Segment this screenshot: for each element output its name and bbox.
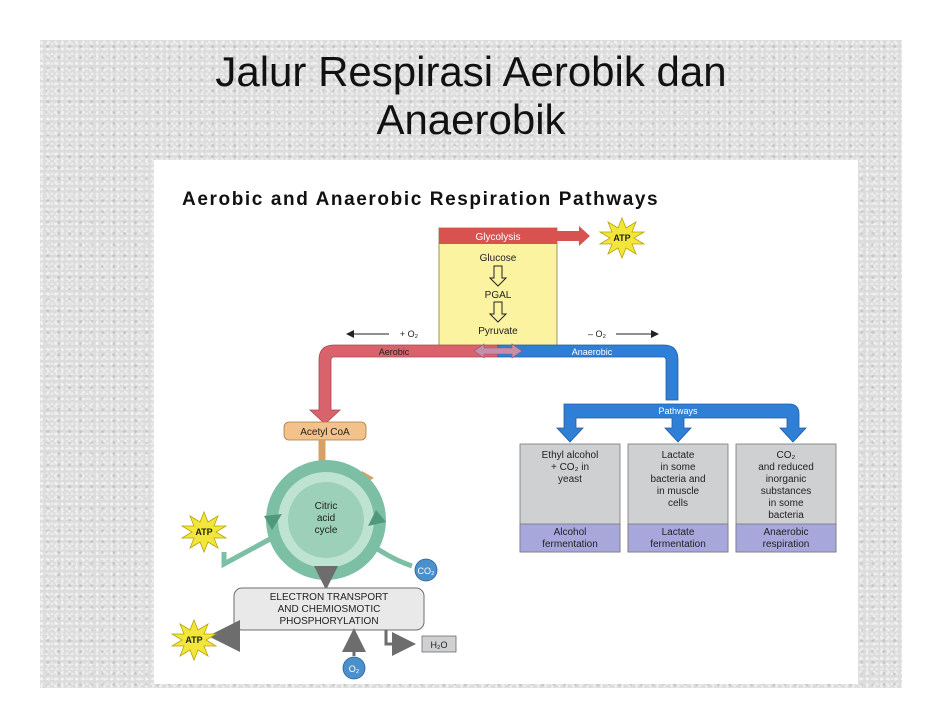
co2-circle (414, 558, 438, 582)
pgal-label: PGAL (485, 290, 512, 301)
pathways-branch-arrow (556, 403, 807, 443)
anaerobic-line-4: substances (761, 486, 812, 497)
lactate-line-3: bacteria and (650, 474, 705, 485)
cycle-arrowhead-right (368, 510, 386, 526)
plus-o2-label: + O₂ (400, 329, 419, 339)
product-box-lactate: Lactate in some bacteria and in muscle c… (627, 443, 729, 553)
figure-heading: Aerobic and Anaerobic Respiration Pathwa… (182, 189, 659, 210)
respiration-diagram-svg: Aerobic and Anaerobic Respiration Pathwa… (170, 189, 837, 680)
glucose-to-pgal-arrow (488, 265, 508, 287)
atp-burst-cycle (180, 510, 228, 554)
etc-line-3: PHOSPHORYLATION (279, 616, 378, 627)
lactate-line-2: in some (660, 462, 695, 473)
etc-line-2: AND CHEMIOSMOTIC (278, 604, 381, 615)
alcohol-line-2: + CO₂ in (551, 462, 589, 473)
anaerobic-line-2: and reduced (758, 462, 814, 473)
anaerobic-line-3: inorganic (766, 474, 807, 485)
o2-label: O₂ (349, 664, 360, 674)
aerobic-label: Aerobic (379, 347, 410, 357)
atp-burst-top (598, 216, 646, 260)
atp-label-top: ATP (613, 233, 630, 243)
anaerobic-line-1: CO₂ (777, 450, 796, 461)
h2o-box (421, 635, 457, 653)
electron-transport-box (233, 587, 425, 631)
etc-h2o-arrow (384, 630, 416, 656)
product-box-alcohol: Ethyl alcohol + CO₂ in yeast Alcohol fer… (519, 443, 621, 553)
cycle-atp-arrow (221, 535, 274, 569)
alcohol-line-3: yeast (558, 474, 582, 485)
h2o-label: H₂O (431, 640, 448, 650)
pyruvate-split-arrow (473, 343, 523, 359)
lactate-footer-1: Lactate (662, 527, 695, 538)
pgal-to-pyruvate-arrow (488, 301, 508, 323)
minus-o2-label: – O₂ (588, 329, 607, 339)
atp-burst-etc (170, 618, 218, 662)
slide-title-line-2: Anaerobik (376, 96, 566, 143)
glycolysis-header (439, 228, 557, 244)
alcohol-footer-2: fermentation (542, 539, 598, 550)
glycolysis-label: Glycolysis (475, 232, 520, 243)
anaerobic-footer-2: respiration (763, 539, 810, 550)
slide-title: Jalur Respirasi Aerobik dan Anaerobik (40, 48, 902, 144)
alcohol-line-1: Ethyl alcohol (542, 450, 599, 461)
acetyl-coa-label: Acetyl CoA (300, 427, 350, 438)
citric-line-1: Citric (315, 501, 338, 512)
anaerobic-line-5: in some (768, 498, 803, 509)
lactate-line-5: cells (668, 498, 688, 509)
product-box-anaerobic: CO₂ and reduced inorganic substances in … (735, 443, 837, 553)
anaerobic-line-6: bacteria (768, 510, 804, 521)
cycle-arrowhead-left (264, 514, 282, 530)
citric-acid-cycle-core (288, 482, 364, 558)
glycolysis-atp-arrow (557, 226, 590, 246)
atp-label-etc: ATP (185, 635, 202, 645)
citric-line-3: cycle (315, 525, 338, 536)
etc-line-1: ELECTRON TRANSPORT (270, 592, 389, 603)
alcohol-footer-1: Alcohol (554, 527, 587, 538)
lactate-line-1: Lactate (662, 450, 695, 461)
anaerobic-footer-1: Anaerobic (763, 527, 808, 538)
respiration-diagram: Aerobic and Anaerobic Respiration Pathwa… (154, 160, 858, 684)
lactate-footer-2: fermentation (650, 539, 706, 550)
anaerobic-label: Anaerobic (572, 347, 613, 357)
glucose-label: Glucose (480, 253, 517, 264)
pyruvate-label: Pyruvate (478, 326, 518, 337)
cycle-co2-arrow (374, 545, 413, 569)
pathways-label: Pathways (658, 406, 698, 416)
citric-line-2: acid (317, 513, 335, 524)
co2-label: CO₂ (418, 566, 436, 576)
atp-label-cycle: ATP (195, 527, 212, 537)
lactate-line-4: in muscle (657, 486, 700, 497)
o2-circle (342, 656, 366, 680)
slide-title-line-1: Jalur Respirasi Aerobik dan (215, 48, 727, 95)
